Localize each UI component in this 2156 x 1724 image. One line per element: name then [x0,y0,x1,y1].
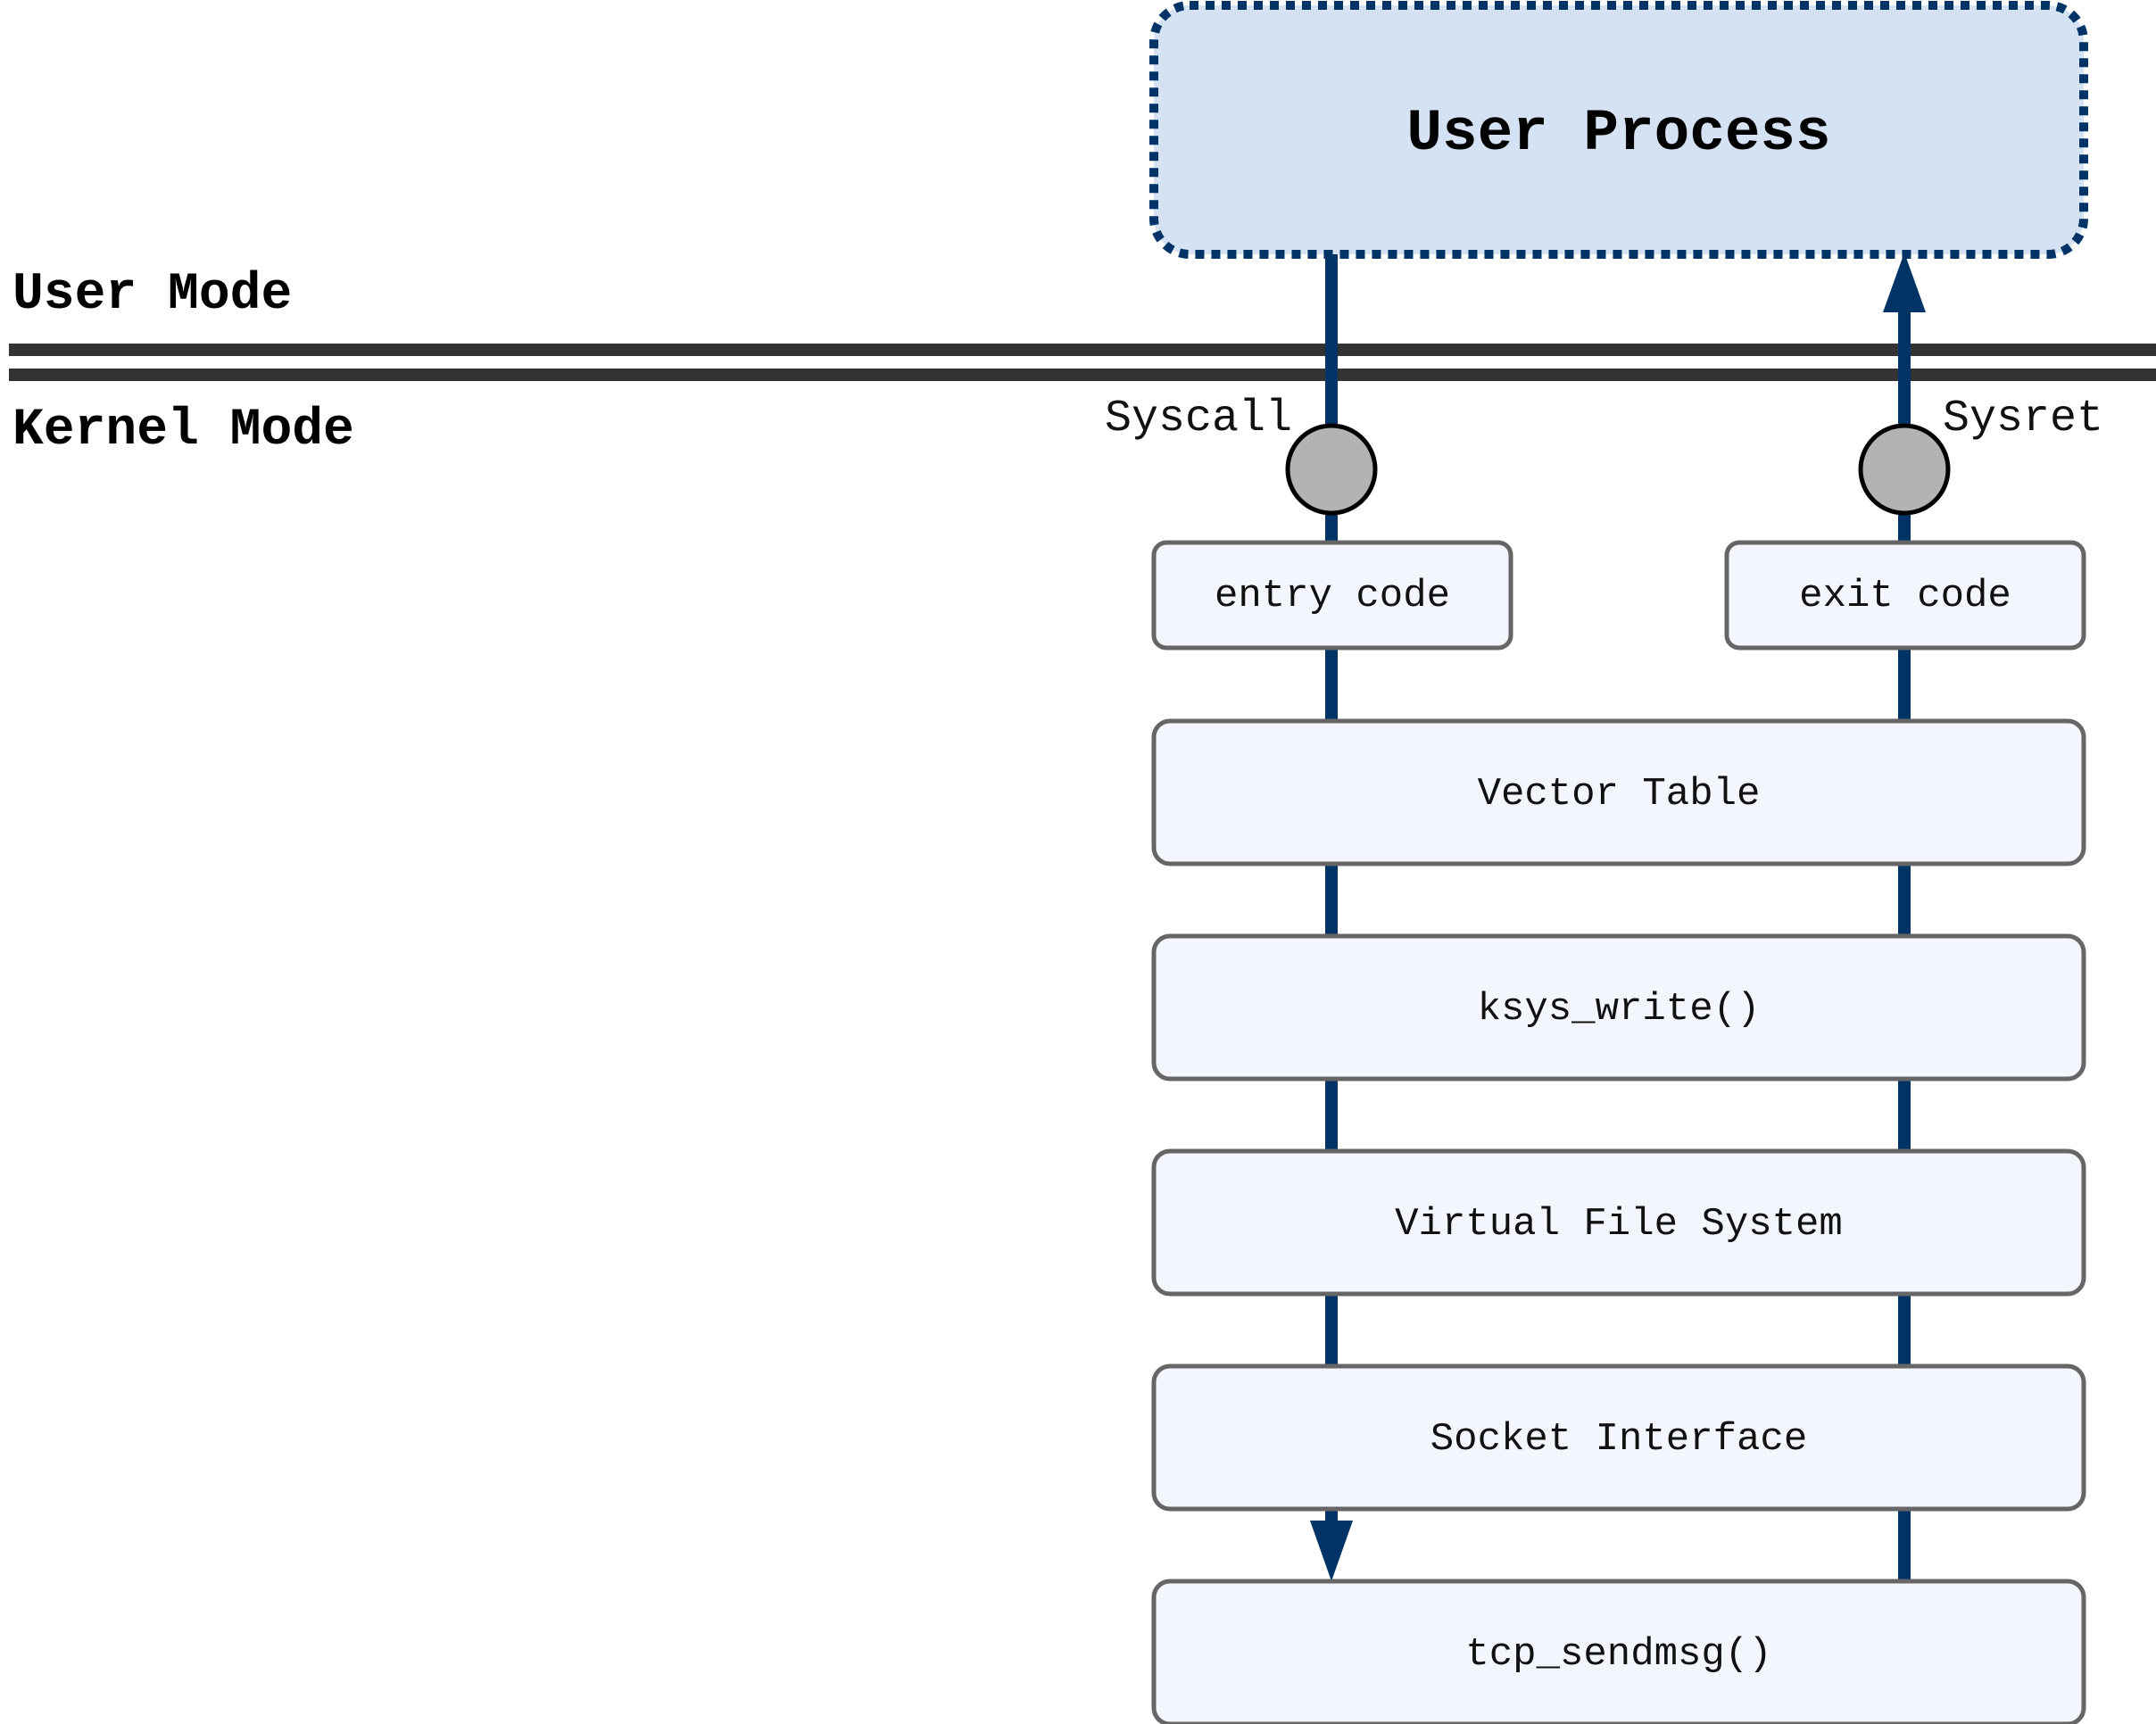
syscall-label: Syscall [1105,394,1292,444]
syscall-arrowhead [1310,1521,1353,1581]
socket-interface-box[interactable] [1151,1363,2086,1512]
syscall-gate [1285,423,1378,516]
socket-interface-label: Socket Interface [1430,1417,1807,1462]
entry-code-box[interactable] [1151,540,1513,651]
virtual-file-system-label: Virtual File System [1395,1202,1843,1247]
user-process-box[interactable] [1149,1,2088,259]
ksys-write-box[interactable] [1151,933,2086,1082]
vector-table-box[interactable] [1151,718,2086,866]
kernel-mode-label: Kernel Mode [12,402,354,460]
user-mode-label: User Mode [12,266,292,324]
exit-code-label: exit code [1799,574,2011,618]
user-process-label: User Process [1406,100,1830,167]
sysret-label: Sysret [1943,394,2103,444]
vector-table-label: Vector Table [1478,772,1761,816]
sysret-gate [1858,423,1951,516]
entry-code-label: entry code [1215,574,1450,618]
tcp-sendmsg-box[interactable] [1151,1579,2086,1724]
sysret-arrowhead [1883,253,1926,312]
ksys-write-label: ksys_write() [1478,987,1761,1032]
tcp-sendmsg-label: tcp_sendmsg() [1465,1632,1771,1677]
exit-code-box[interactable] [1724,540,2086,651]
virtual-file-system-box[interactable] [1151,1148,2086,1297]
